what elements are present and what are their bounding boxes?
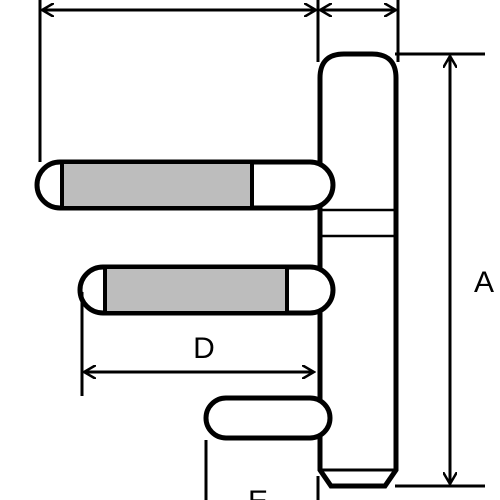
length-dimension-d: D bbox=[80, 292, 314, 396]
height-dimension-a: A bbox=[395, 52, 494, 488]
hinge-barrel bbox=[317, 51, 399, 489]
lower-plain-pin bbox=[203, 395, 333, 441]
upper-threaded-pin bbox=[34, 159, 336, 211]
label-a: A bbox=[474, 266, 494, 299]
offset-dimension-e: E bbox=[204, 440, 320, 500]
top-width-dimension bbox=[38, 0, 320, 162]
middle-threaded-pin bbox=[77, 264, 336, 316]
label-e: E bbox=[248, 485, 268, 500]
upper-pin-thread bbox=[62, 164, 252, 206]
label-d: D bbox=[193, 332, 215, 365]
middle-pin-thread bbox=[105, 269, 287, 311]
barrel-width-dimension bbox=[320, 0, 400, 62]
